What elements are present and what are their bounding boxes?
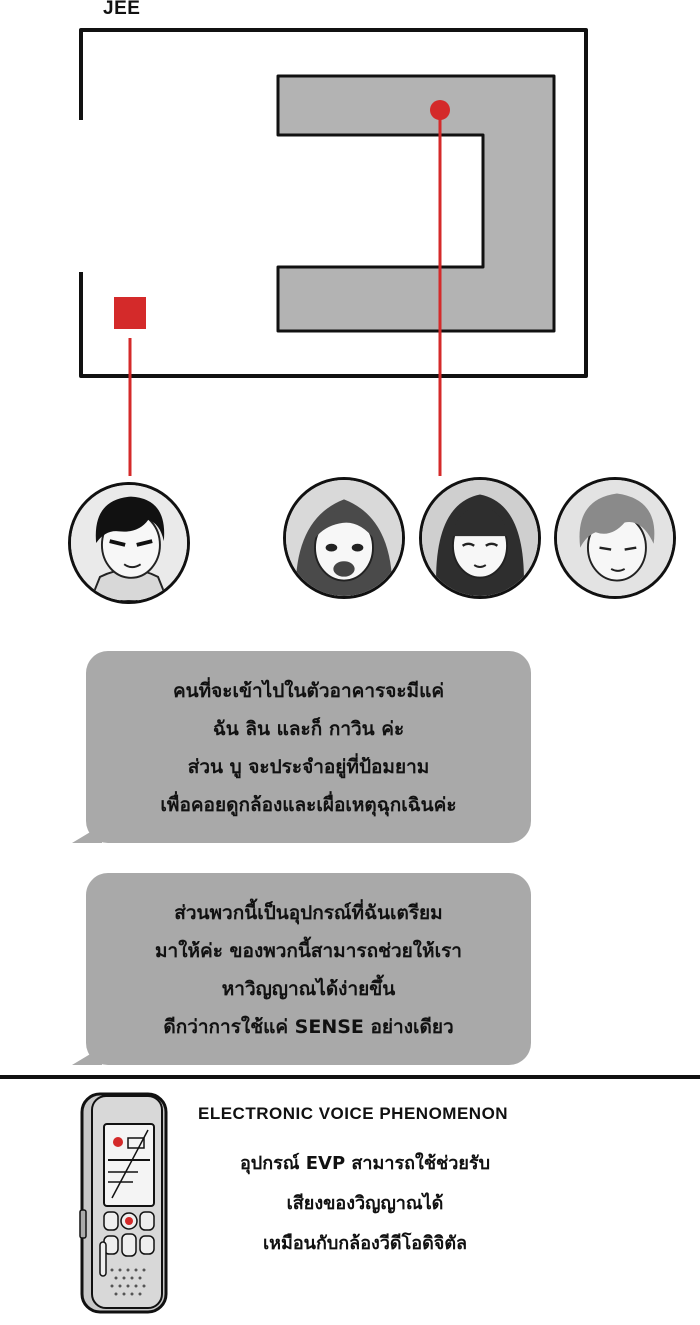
bubble-tail: [72, 1047, 102, 1065]
evp-line: เหมือนกับกล้องวีดีโอดิจิตัล: [262, 1233, 468, 1254]
jee-avatar: [68, 482, 190, 604]
boo-avatar: [419, 477, 541, 599]
bubble-line: ฉัน ลิน และก็ กาวิน ค่ะ: [212, 718, 405, 740]
jee-position-marker: [114, 297, 146, 329]
speech-bubble-equipment: ส่วนพวกนี้เป็นอุปกรณ์ที่ฉันเตรียม มาให้ค…: [72, 873, 531, 1065]
lin-avatar: [283, 477, 405, 599]
evp-line: อุปกรณ์ EVP สามารถใช้ช่วยรับ: [239, 1153, 491, 1174]
bubble-line: ส่วนพวกนี้เป็นอุปกรณ์ที่ฉันเตรียม: [174, 902, 443, 924]
map-title: JEE: [103, 0, 141, 19]
bubble-line: ส่วน บู จะประจำอยู่ที่ป้อมยาม: [187, 756, 430, 778]
bubble-line: ดีกว่าการใช้แค่ SENSE อย่างเดียว: [163, 1016, 454, 1038]
section-divider: [0, 1075, 700, 1079]
bubble-line: มาให้ค่ะ ของพวกนี้สามารถช่วยให้เรา: [155, 940, 462, 962]
bubble-tail: [72, 825, 102, 843]
outer-wall: [79, 28, 588, 378]
bubble-line: เพื่อคอยดูกล้องและเผื่อเหตุฉุกเฉินค่ะ: [160, 794, 457, 816]
evp-description: อุปกรณ์ EVP สามารถใช้ช่วยรับ เสียงของวิญ…: [200, 1144, 530, 1264]
voice-recorder-icon: [79, 1092, 168, 1314]
group-position-marker: [430, 100, 450, 120]
evp-heading: ELECTRONIC VOICE PHENOMENON: [198, 1104, 509, 1123]
speech-bubble-plan: คนที่จะเข้าไปในตัวอาคารจะมีแค่ ฉัน ลิน แ…: [72, 651, 531, 843]
floor-map: [79, 28, 588, 476]
kawin-avatar: [554, 477, 676, 599]
evp-line: เสียงของวิญญาณได้: [286, 1193, 444, 1214]
bubble-line: หาวิญญาณได้ง่ายขึ้น: [221, 978, 396, 1000]
c-shaped-room: [276, 74, 556, 333]
bubble-line: คนที่จะเข้าไปในตัวอาคารจะมีแค่: [172, 680, 445, 702]
